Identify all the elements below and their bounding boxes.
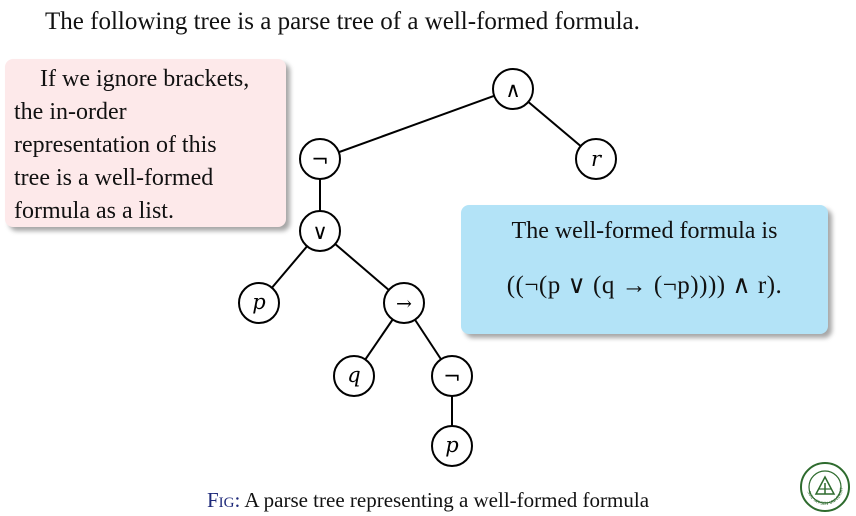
node-circle	[299, 138, 341, 180]
tree-node-or: ∨	[299, 210, 341, 252]
node-label: r	[591, 147, 603, 171]
figure-caption: Fig: A parse tree representing a well-fo…	[0, 486, 856, 514]
figure-caption-text: A parse tree representing a well-formed …	[240, 488, 650, 512]
node-circle	[431, 425, 473, 467]
note-line: tree is a well-formed	[14, 165, 214, 191]
node-circle	[492, 68, 534, 110]
note-line: If we ignore brackets,	[40, 66, 250, 92]
node-circle	[383, 282, 425, 324]
node-circle	[238, 282, 280, 324]
university-logo: SUN YAT-SEN UNIVERSITY	[799, 461, 850, 512]
tree-node-r: r	[575, 138, 617, 180]
formula-box-title: The well-formed formula is	[511, 218, 778, 244]
note-line: representation of this	[14, 132, 217, 158]
node-label: ∨	[312, 220, 327, 244]
node-circle	[333, 355, 375, 397]
tree-node-p-bottom: p	[431, 425, 473, 467]
node-circle	[575, 138, 617, 180]
formula-text: ((¬(p ∨ (q → (¬p)))) ∧ r).	[506, 272, 783, 299]
tree-node-imp: →	[383, 282, 425, 324]
note-line: formula as a list.	[14, 198, 174, 224]
tree-node-neg-bottom: ¬	[431, 355, 473, 397]
node-label: →	[396, 293, 412, 315]
formula-box: The well-formed formula is ((¬(p ∨ (q → …	[461, 205, 828, 334]
node-circle	[431, 355, 473, 397]
node-label: p	[252, 290, 265, 314]
node-circle	[299, 210, 341, 252]
note-line: the in-order	[14, 99, 127, 125]
node-label: q	[347, 363, 360, 387]
figure-caption-prefix: Fig:	[206, 488, 241, 512]
note-box-brackets: If we ignore brackets, the in-order repr…	[5, 59, 286, 227]
tree-node-root: ∧	[492, 68, 534, 110]
node-label: ¬	[311, 148, 329, 172]
node-label: ∧	[505, 78, 520, 102]
node-label: ¬	[443, 365, 461, 389]
node-label: p	[445, 433, 458, 457]
edge-root-neg	[319, 88, 514, 160]
slide-heading: The following tree is a parse tree of a …	[45, 8, 640, 35]
tree-node-neg-top: ¬	[299, 138, 341, 180]
tree-node-p-left: p	[238, 282, 280, 324]
tree-node-q: q	[333, 355, 375, 397]
